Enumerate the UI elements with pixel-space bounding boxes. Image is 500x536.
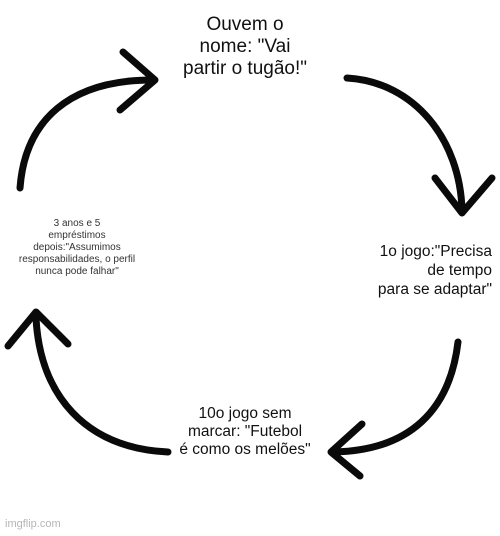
watermark: imgflip.com (5, 518, 61, 530)
label-right: 1o jogo:"Precisa de tempo para se adapta… (377, 243, 492, 298)
arrow-bottom-left (4, 308, 172, 456)
arrow-top-right (343, 74, 496, 217)
label-top: Ouvem o nome: "Vai partir o tugão!" (183, 14, 307, 79)
label-bottom: 10o jogo sem marcar: "Futebol é como os … (179, 405, 311, 458)
arrow-bottom-right (327, 338, 462, 480)
arrow-top-left (16, 48, 159, 192)
label-left: 3 anos e 5 empréstimos depois:"Assumimos… (18, 218, 136, 277)
